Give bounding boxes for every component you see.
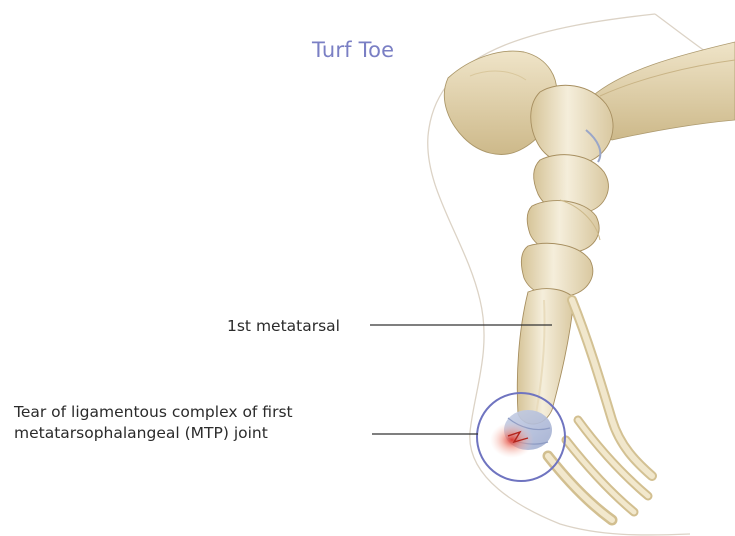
mtp-ligament-complex xyxy=(490,410,552,458)
first-metatarsal-bone xyxy=(517,289,574,424)
ligament-tear-label-line-2: metatarsophalangeal (MTP) joint xyxy=(14,423,268,443)
ligament-tear-label-line-1: Tear of ligamentous complex of first xyxy=(14,402,293,422)
tarsal-bones xyxy=(521,155,608,297)
diagram-title: Turf Toe xyxy=(312,38,394,62)
first-metatarsal-label: 1st metatarsal xyxy=(227,316,340,336)
